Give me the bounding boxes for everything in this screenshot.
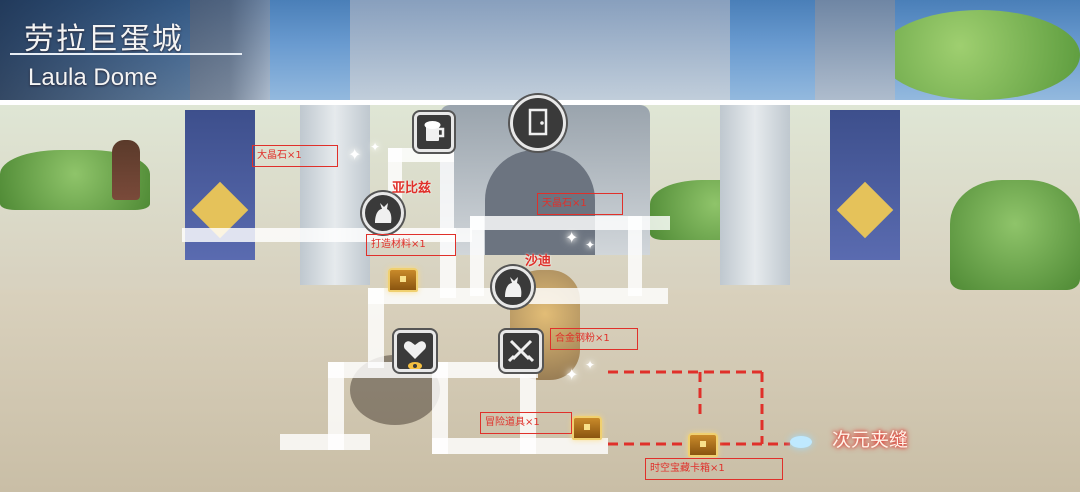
location-title-cn: 劳拉巨蛋城 [24,22,184,57]
path-segment [368,288,384,368]
destination-label: 次元夹缝 [832,429,909,451]
item-label: 天晶石×1 [537,193,623,215]
sparkle-icon: ✦ [370,140,381,154]
treasure-chest-icon[interactable] [688,433,718,457]
item-label: 打造材料×1 [366,234,456,256]
npc-cat-icon-abiz[interactable] [362,192,404,234]
title-divider [10,53,242,55]
header-pillar-right [815,0,895,100]
pillar [720,105,790,285]
npc-figure [112,140,140,200]
header-building [350,0,730,100]
crossed-swords-icon[interactable] [500,330,542,372]
npc-label-abiz: 亚比兹 [392,181,432,196]
castle-gate-door [485,150,595,255]
npc-cat-icon-shadi[interactable] [492,266,534,308]
path-segment [432,362,448,454]
path-segment [440,228,456,298]
sparkle-icon: ✦ [348,145,362,164]
item-label: 合金钢粉×1 [550,328,638,350]
item-label: 冒险道具×1 [480,412,572,434]
item-label: 时空宝藏卡箱×1 [645,458,783,480]
pillar [300,105,370,285]
path-segment [440,148,454,238]
beer-mug-icon[interactable] [414,112,454,152]
sparkle-icon: ✦ [565,228,579,247]
path-segment [182,228,472,242]
location-title-plate: 劳拉巨蛋城 Laula Dome [0,0,270,100]
path-segment [470,216,670,230]
path-segment [328,362,344,450]
sparkle-icon: ✦ [585,238,596,252]
treasure-chest-icon[interactable] [572,416,602,440]
location-title-en: Laula Dome [28,64,158,91]
path-segment [628,216,642,296]
path-segment [520,362,536,454]
hedge [950,180,1080,290]
path-segment [470,216,484,296]
sparkle-icon: ✦ [585,358,596,372]
heart-eye-icon[interactable] [394,330,436,372]
portal-marker-icon[interactable] [790,436,812,448]
door-icon[interactable] [510,95,566,151]
header-tree [880,10,1080,100]
npc-label-shadi: 沙迪 [525,254,552,269]
treasure-chest-icon[interactable] [388,268,418,292]
sparkle-icon: ✦ [565,365,579,384]
route-dashed-line [608,370,790,446]
path-segment [280,434,370,450]
item-label: 大晶石×1 [252,145,338,167]
